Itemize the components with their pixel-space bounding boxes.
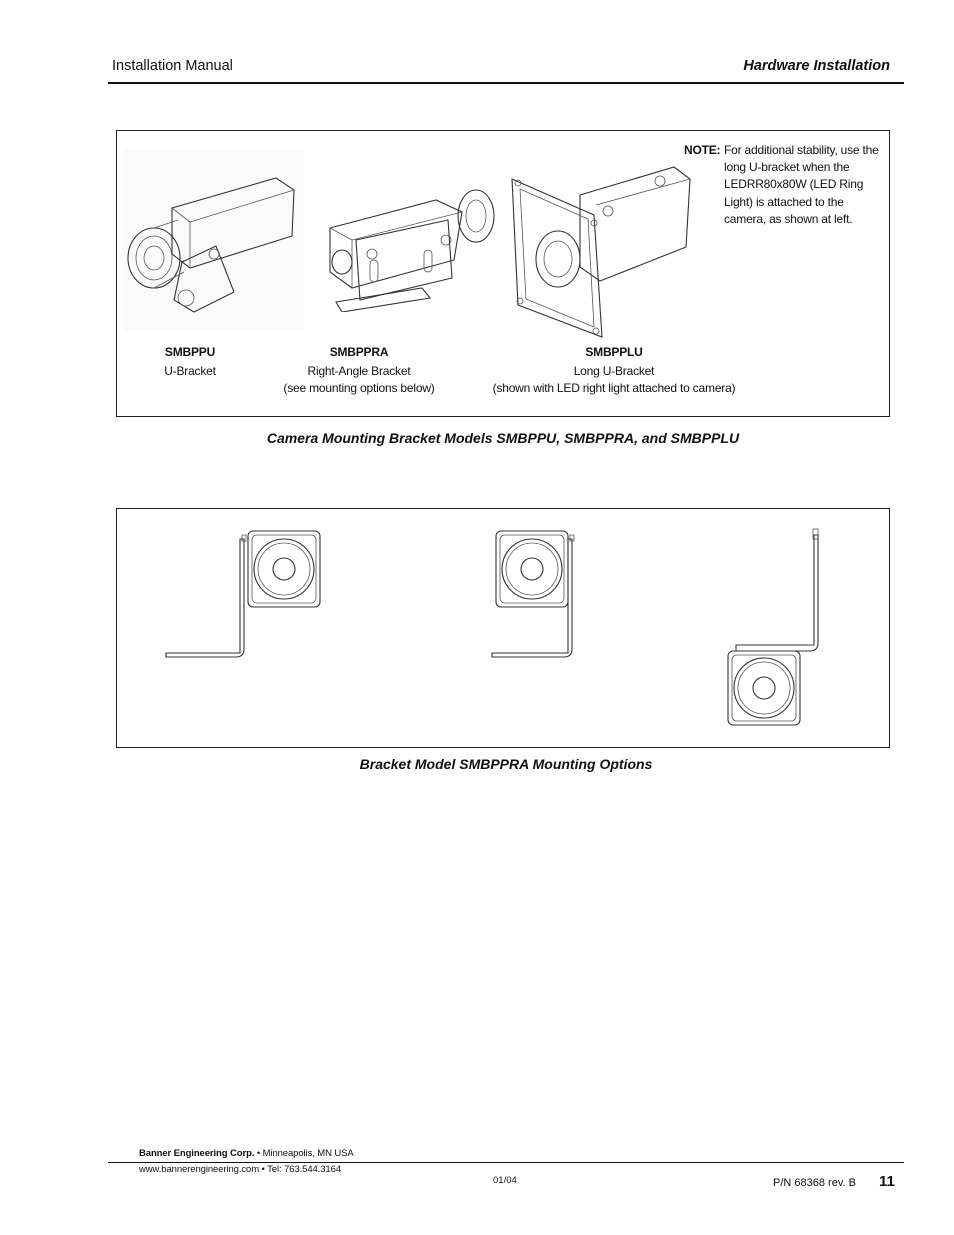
product-desc-smbpplu-led: (shown with LED right light attached to …	[492, 381, 736, 395]
page-number: 11	[879, 1173, 895, 1190]
note-label: NOTE:	[684, 143, 721, 157]
footer-contact: www.bannerengineering.com • Tel: 763.544…	[139, 1164, 341, 1175]
product-code-smbppra: SMBPPRA	[329, 345, 389, 359]
company-name: Banner Engineering Corp.	[139, 1148, 255, 1159]
product-desc-smbppu: U-Bracket	[164, 364, 216, 378]
manual-title: Installation Manual	[112, 58, 233, 74]
part-number: P/N 68368 rev. B	[773, 1177, 856, 1189]
company-location: • Minneapolis, MN USA	[254, 1148, 354, 1159]
product-desc-smbpplu: Long U-Bracket	[573, 364, 655, 378]
footer-company: Banner Engineering Corp. • Minneapolis, …	[139, 1148, 354, 1159]
product-desc-smbppra-options: (see mounting options below)	[283, 381, 435, 395]
mounting-options-figure	[116, 508, 890, 748]
section-title: Hardware Installation	[743, 58, 890, 74]
mounting-option-1-diagram	[165, 530, 321, 658]
product-desc-smbppra: Right-Angle Bracket	[307, 364, 411, 378]
figure2-caption: Bracket Model SMBPPRA Mounting Options	[359, 756, 653, 772]
smbpplu-camera-illustration	[511, 166, 691, 338]
mounting-option-2-diagram	[491, 530, 575, 658]
smbppra-camera-illustration	[329, 189, 495, 312]
bracket-models-figure	[116, 130, 890, 417]
product-code-smbppu: SMBPPU	[164, 345, 216, 359]
footer-date: 01/04	[493, 1175, 517, 1186]
footer-divider	[108, 1162, 904, 1163]
mounting-option-3-diagram	[727, 528, 819, 726]
note-text: For additional stability, use the long U…	[724, 143, 879, 226]
figure1-caption: Camera Mounting Bracket Models SMBPPU, S…	[266, 430, 740, 446]
product-code-smbpplu: SMBPPLU	[585, 345, 643, 359]
smbppu-camera-illustration	[124, 150, 304, 330]
header-divider	[108, 82, 904, 84]
